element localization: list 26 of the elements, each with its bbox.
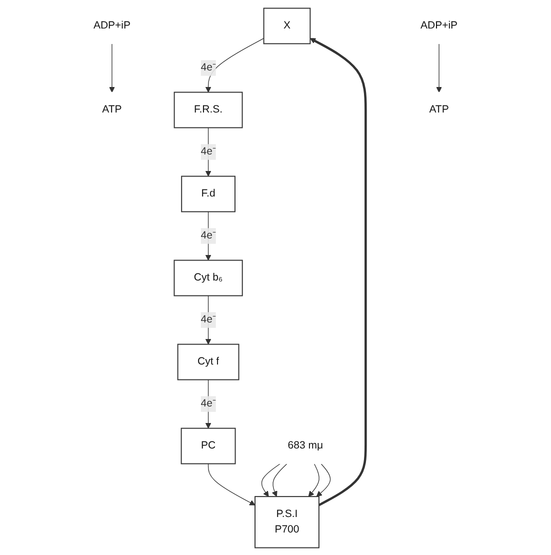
arrow bbox=[208, 462, 256, 505]
node-box: F.R.S. bbox=[174, 91, 243, 128]
node-box: PC bbox=[180, 427, 236, 464]
node-text: ADP+iP bbox=[420, 20, 458, 31]
node-box: P.S.I P700 bbox=[254, 496, 320, 548]
edge-label: 4e⁻ bbox=[200, 398, 216, 409]
node-box: Cyt b₆ bbox=[174, 259, 243, 296]
node-box: X bbox=[263, 7, 311, 44]
arrow bbox=[261, 462, 281, 496]
node-text: 683 mμ bbox=[288, 440, 324, 451]
arrow bbox=[109, 42, 115, 92]
node-text: ATP bbox=[429, 104, 449, 115]
edge-label: 4e⁻ bbox=[200, 146, 216, 157]
arrow bbox=[310, 38, 367, 506]
arrow bbox=[272, 462, 288, 496]
edge-label: 4e⁻ bbox=[200, 314, 216, 325]
node-box: Cyt f bbox=[177, 343, 240, 380]
arrow bbox=[205, 38, 264, 92]
edge-label: 4e⁻ bbox=[200, 230, 216, 241]
arrow bbox=[436, 42, 442, 92]
node-text: ADP+iP bbox=[93, 20, 130, 31]
arrow bbox=[316, 462, 331, 496]
node-box: F.d bbox=[181, 175, 236, 212]
node-text: ATP bbox=[102, 104, 122, 115]
edge-label: 4e⁻ bbox=[200, 62, 216, 73]
arrow bbox=[308, 462, 320, 496]
